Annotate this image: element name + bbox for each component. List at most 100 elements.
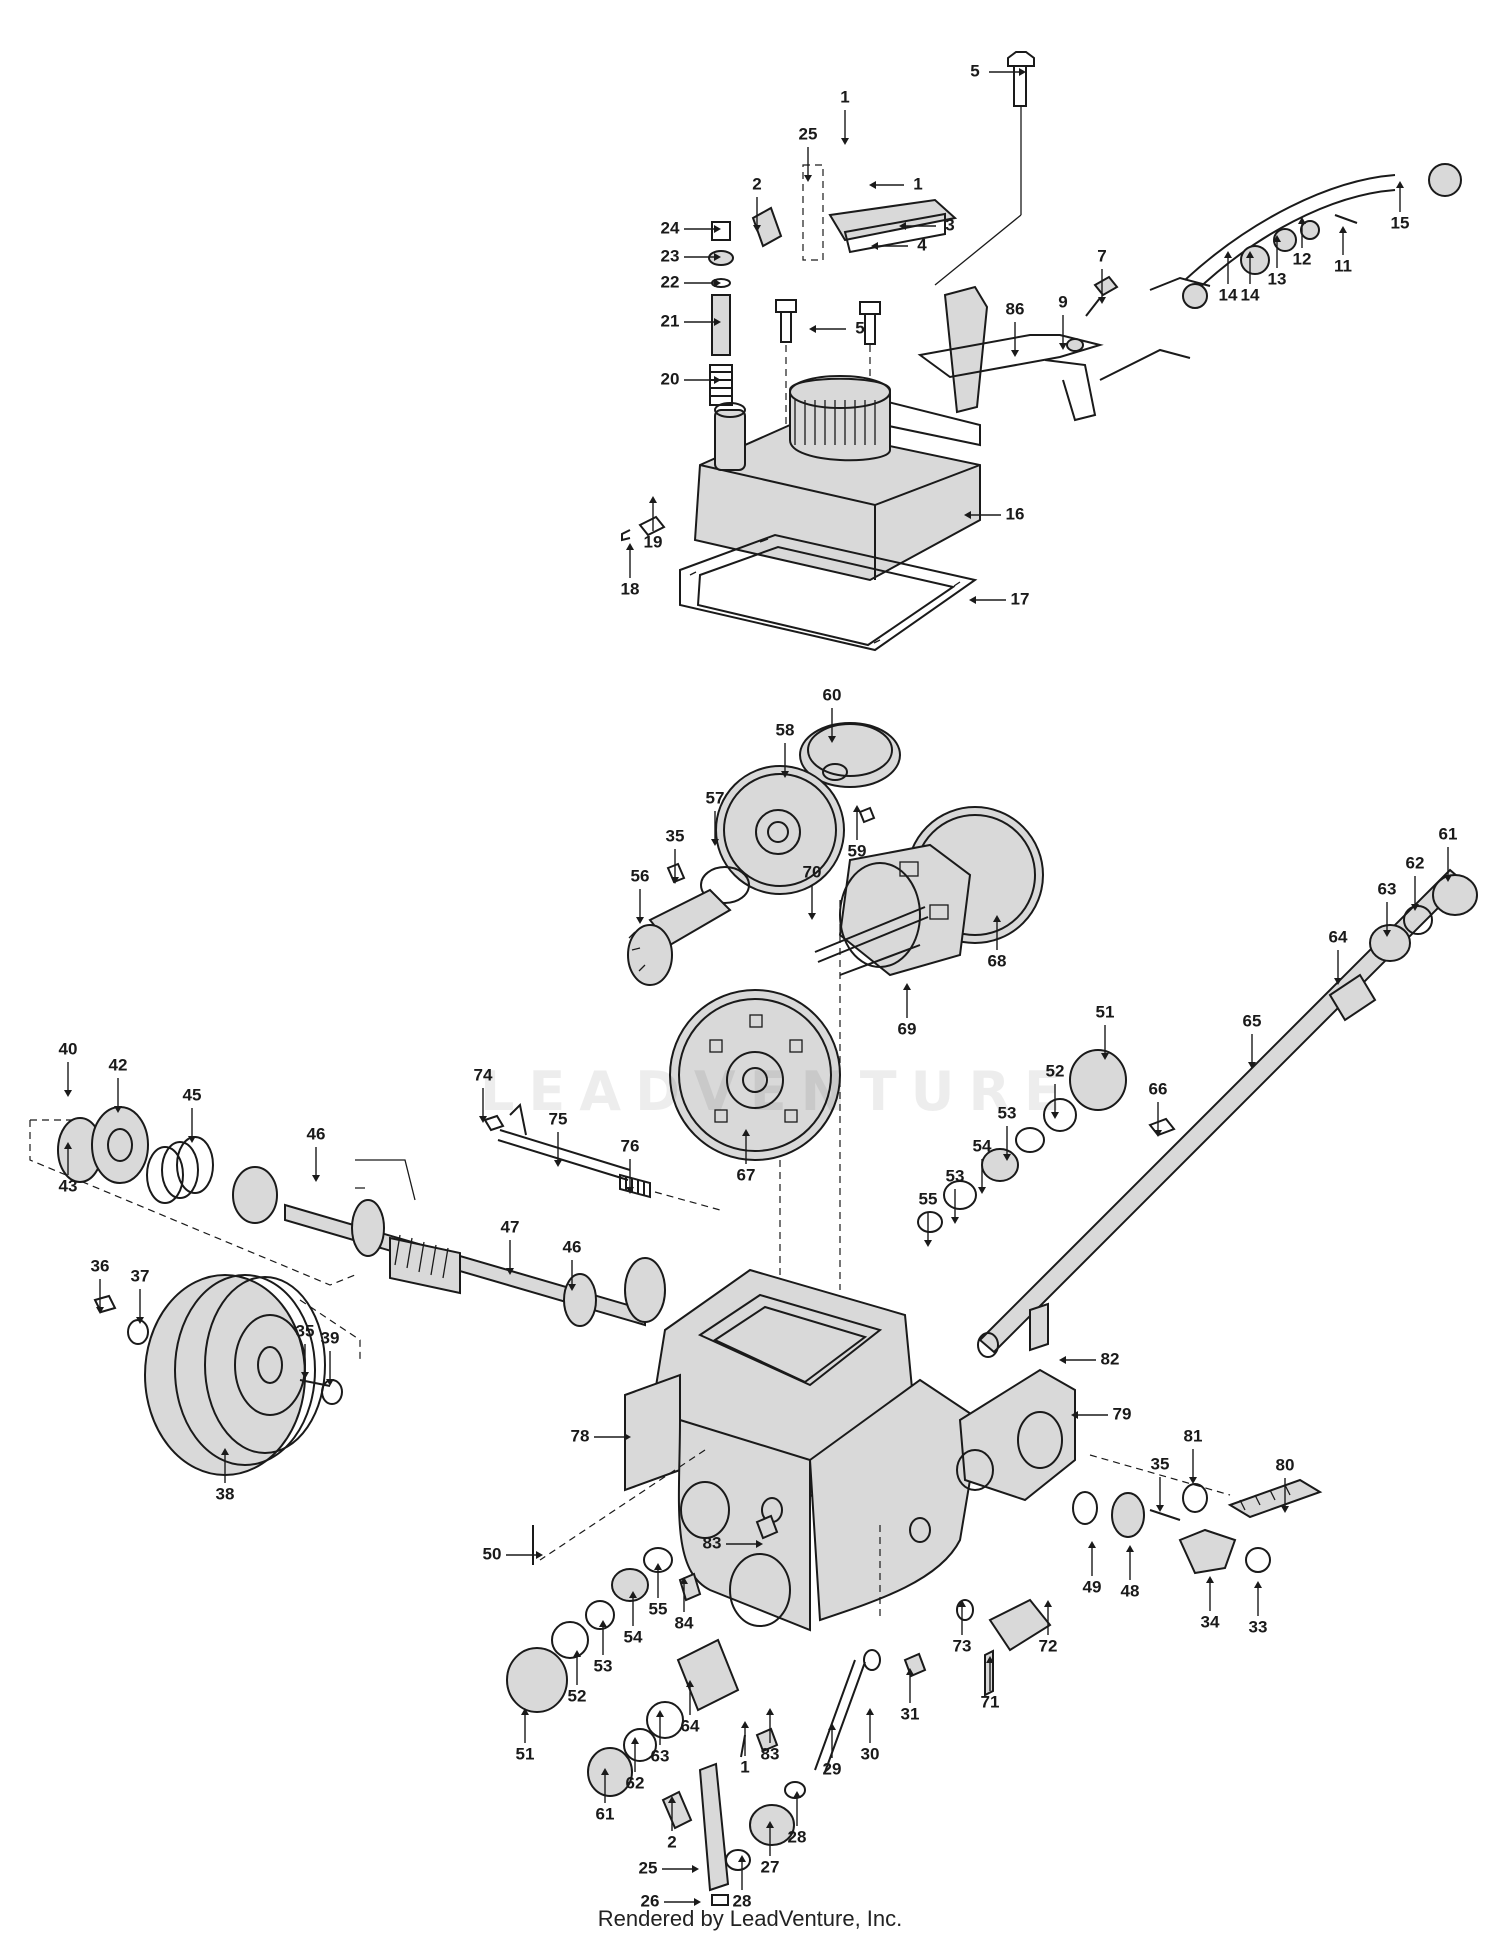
shift-spring: [751, 206, 783, 248]
leader-arrow: [742, 1129, 750, 1136]
callout-label: 18: [621, 579, 640, 598]
callout-61: 61: [596, 1768, 614, 1823]
callout-label: 67: [737, 1165, 756, 1184]
callout-label: 63: [651, 1746, 670, 1765]
callout-label: 28: [733, 1891, 752, 1910]
callout-11: 11: [1334, 226, 1352, 275]
callout-label: 58: [776, 720, 795, 739]
callout-label: 51: [1096, 1002, 1115, 1021]
callout-47: 47: [501, 1217, 519, 1275]
callout-62: 62: [626, 1737, 644, 1792]
leader-arrow: [312, 1175, 320, 1182]
callout-14: 14: [1219, 251, 1238, 304]
leader-arrow: [714, 318, 721, 326]
detent-rod-75: [483, 1102, 721, 1211]
snap-ring-57: [700, 866, 750, 904]
leader-arrow: [869, 181, 876, 189]
leader-arrow: [1071, 1411, 1078, 1419]
callout-label: 43: [59, 1176, 78, 1195]
leader-arrow: [1126, 1545, 1134, 1552]
callout-46: 46: [563, 1237, 581, 1291]
shift-screw: [1066, 275, 1119, 352]
callout-label: 31: [901, 1704, 920, 1723]
callout-label: 53: [998, 1103, 1017, 1122]
callout-label: 62: [1406, 853, 1425, 872]
callout-83: 83: [703, 1533, 763, 1552]
leader-arrow: [828, 1723, 836, 1730]
callout-label: 55: [649, 1599, 668, 1618]
leader-arrow: [1011, 350, 1019, 357]
callout-35: 35: [1151, 1454, 1170, 1512]
leader-arrow: [326, 1379, 334, 1386]
leader-arrow: [631, 1737, 639, 1744]
leader-arrow: [986, 1656, 994, 1663]
callout-label: 69: [898, 1019, 917, 1038]
leader-arrow: [692, 1865, 699, 1873]
callout-label: 42: [109, 1055, 128, 1074]
leader-arrow: [1254, 1581, 1262, 1588]
callout-label: 14: [1241, 285, 1260, 304]
callout-48: 48: [1121, 1545, 1139, 1600]
leader-arrow: [951, 1217, 959, 1224]
leader-arrow: [958, 1600, 966, 1607]
leader-arrow: [1246, 251, 1254, 258]
callout-label: 79: [1113, 1404, 1132, 1423]
leader-arrow: [809, 325, 816, 333]
leader-arrow: [993, 915, 1001, 922]
leader-arrow: [756, 1540, 763, 1548]
callout-5: 5: [809, 318, 865, 337]
differential-68: [838, 806, 1044, 977]
leader-arrow: [1396, 181, 1404, 188]
callout-1: 1: [740, 1721, 750, 1776]
leader-arrow: [714, 225, 721, 233]
callout-36: 36: [91, 1256, 109, 1314]
callout-1: 1: [869, 174, 923, 193]
leader-arrow: [301, 1372, 309, 1379]
callout-22: 22: [661, 272, 721, 291]
callout-label: 75: [549, 1109, 568, 1128]
key-59: [858, 806, 876, 824]
callout-label: 16: [1006, 504, 1025, 523]
callout-label: 4: [917, 235, 927, 254]
callout-17: 17: [969, 589, 1029, 608]
callout-label: 65: [1243, 1011, 1262, 1030]
leader-arrow: [636, 917, 644, 924]
callout-16: 16: [964, 504, 1024, 523]
callout-label: 23: [661, 246, 680, 265]
callout-label: 28: [788, 1827, 807, 1846]
lower-left-stack: [506, 1514, 779, 1797]
callout-64: 64: [681, 1680, 700, 1735]
callout-53: 53: [998, 1103, 1017, 1161]
callout-25: 25: [799, 124, 817, 182]
callout-label: 25: [639, 1858, 658, 1877]
leader-arrow: [686, 1680, 694, 1687]
callout-label: 35: [1151, 1454, 1170, 1473]
callout-label: 64: [681, 1716, 700, 1735]
callout-label: 5: [970, 61, 979, 80]
callout-70: 70: [803, 862, 821, 920]
callout-label: 55: [919, 1189, 938, 1208]
callout-52: 52: [1046, 1061, 1064, 1119]
callout-54: 54: [624, 1591, 643, 1646]
callout-52: 52: [568, 1650, 586, 1705]
leader-arrow: [714, 376, 721, 384]
callout-label: 26: [641, 1891, 660, 1910]
callout-label: 39: [321, 1328, 340, 1347]
callout-12: 12: [1293, 217, 1311, 268]
shift-bolt-top: [1007, 51, 1035, 107]
callout-label: 53: [946, 1166, 965, 1185]
callout-13: 13: [1268, 235, 1286, 288]
leader-arrow: [1334, 978, 1342, 985]
callout-53: 53: [594, 1620, 612, 1675]
leader-arrow: [753, 225, 761, 232]
callout-84: 84: [675, 1577, 694, 1632]
leader-arrow: [188, 1136, 196, 1143]
callout-34: 34: [1201, 1576, 1220, 1631]
leader-arrow: [1101, 1053, 1109, 1060]
shift-rod-handle: [1182, 163, 1462, 309]
callout-label: 54: [973, 1136, 992, 1155]
leader-arrow: [1098, 297, 1106, 304]
leader-arrow: [1444, 875, 1452, 882]
callout-label: 71: [981, 1692, 1000, 1711]
leader-arrow: [694, 1898, 701, 1906]
